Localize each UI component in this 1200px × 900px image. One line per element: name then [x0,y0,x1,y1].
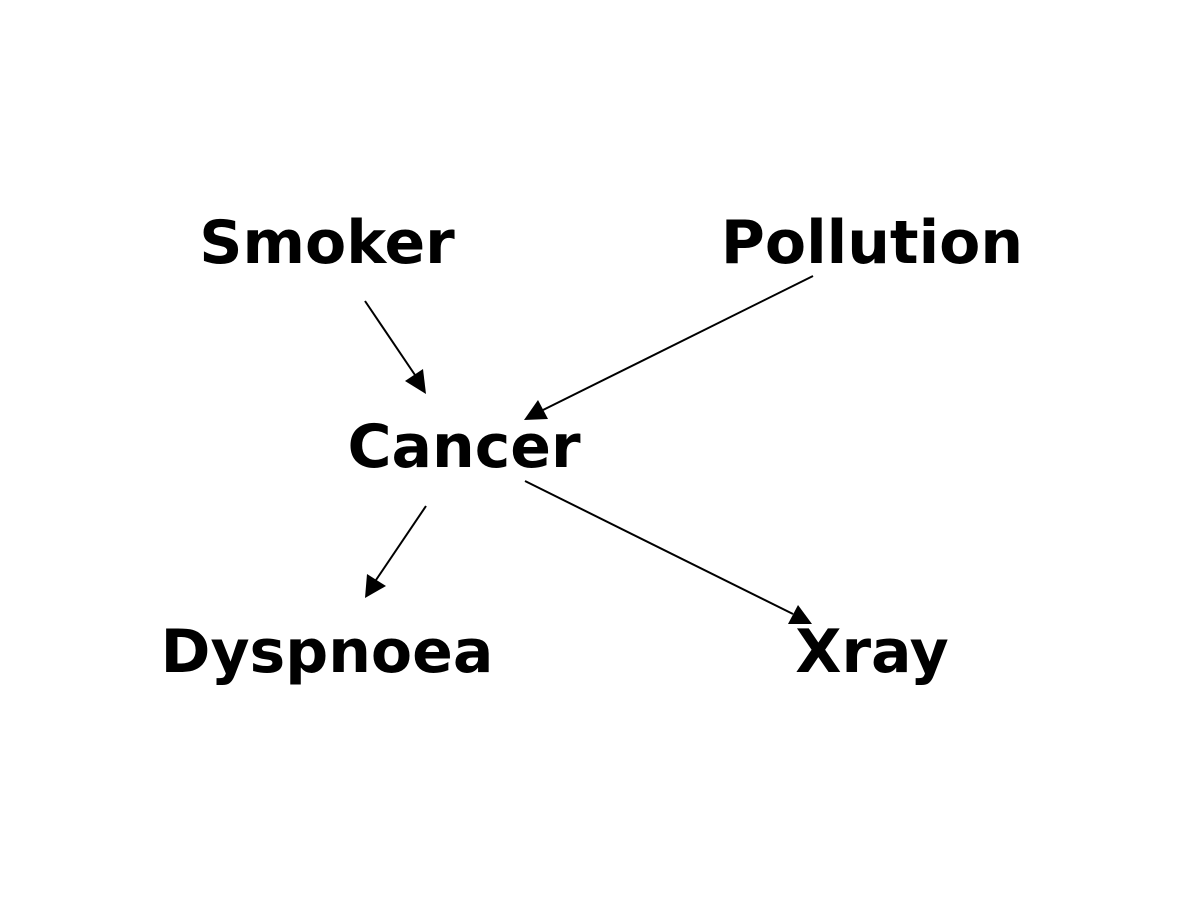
edge-cancer-to-dyspnoea-line [375,505,427,581]
edge-cancer-to-xray [524,480,812,624]
edge-pollution-to-cancer-line [542,275,814,411]
edge-smoker-to-cancer-arrowhead [405,369,426,394]
node-smoker: Smoker [199,208,455,278]
edge-pollution-to-cancer [524,275,814,420]
node-cancer: Cancer [347,412,580,482]
node-dyspnoea: Dyspnoea [161,617,494,687]
edge-cancer-to-dyspnoea-arrowhead [365,574,386,598]
edge-cancer-to-xray-arrowhead [788,605,812,624]
node-xray: Xray [795,617,949,687]
edge-smoker-to-cancer-line [364,300,416,376]
edge-cancer-to-xray-line [524,480,794,615]
edge-cancer-to-dyspnoea [365,505,427,598]
edge-smoker-to-cancer [364,300,426,394]
edge-pollution-to-cancer-arrowhead [524,400,548,420]
node-pollution: Pollution [721,208,1023,278]
